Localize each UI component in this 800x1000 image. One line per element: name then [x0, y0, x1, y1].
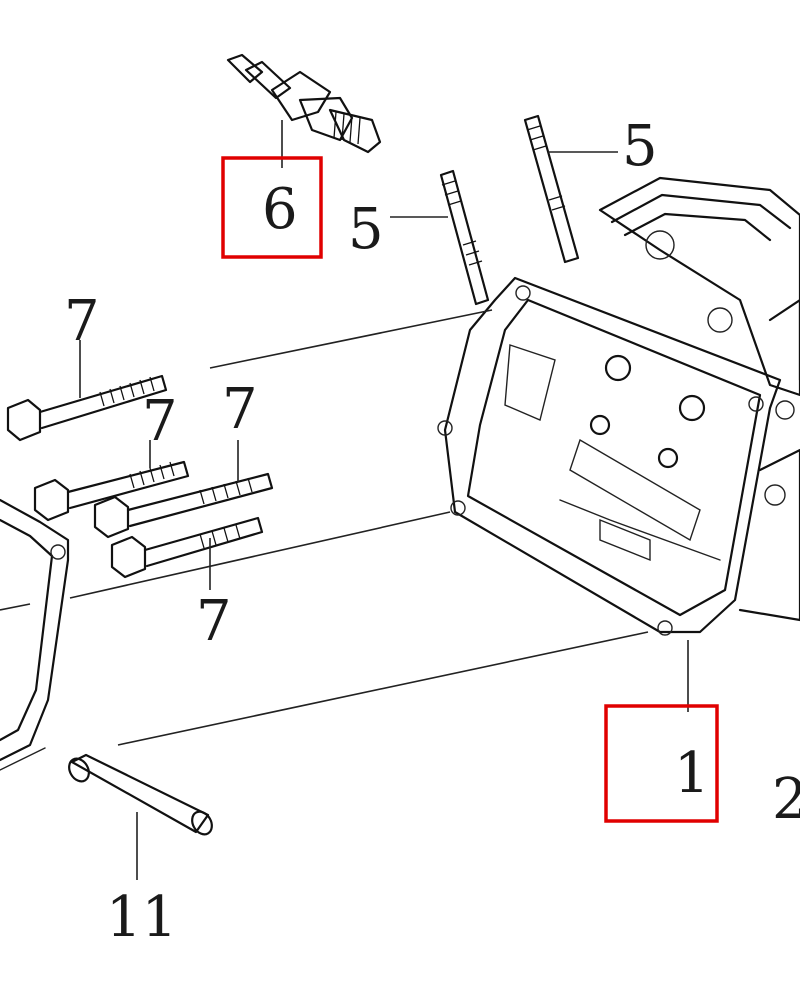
highlight-box-6: [221, 156, 323, 259]
callout-7-bottom: 7: [196, 589, 232, 654]
spark-plug: [226, 53, 382, 154]
callout-6: 6: [262, 177, 298, 242]
dowel-pin: [68, 753, 213, 836]
callout-5-left: 5: [348, 197, 384, 262]
head-bolt-3: [93, 472, 274, 539]
callout-2: 2: [772, 767, 800, 832]
alignment-line-1: [209, 309, 493, 369]
alignment-line-3: [117, 631, 649, 746]
callout-7-top: 7: [64, 289, 100, 354]
alignment-line-2: [69, 511, 451, 599]
cylinder-head: [437, 176, 800, 636]
callout-7-middle-left: 7: [142, 389, 178, 454]
head-gasket: [0, 498, 70, 771]
stud-bolt-left: [439, 169, 490, 306]
stud-bolt-right: [523, 114, 580, 264]
head-bolt-2: [33, 460, 190, 522]
head-bolt-4: [110, 516, 264, 579]
callout-11: 11: [106, 885, 177, 950]
callout-7-middle-right: 7: [222, 377, 258, 442]
highlight-box-1: [604, 704, 719, 823]
callout-1: 1: [674, 741, 710, 806]
callout-5-right: 5: [622, 114, 658, 179]
head-bolt-top: [6, 374, 168, 442]
alignment-line-4: [0, 603, 31, 611]
